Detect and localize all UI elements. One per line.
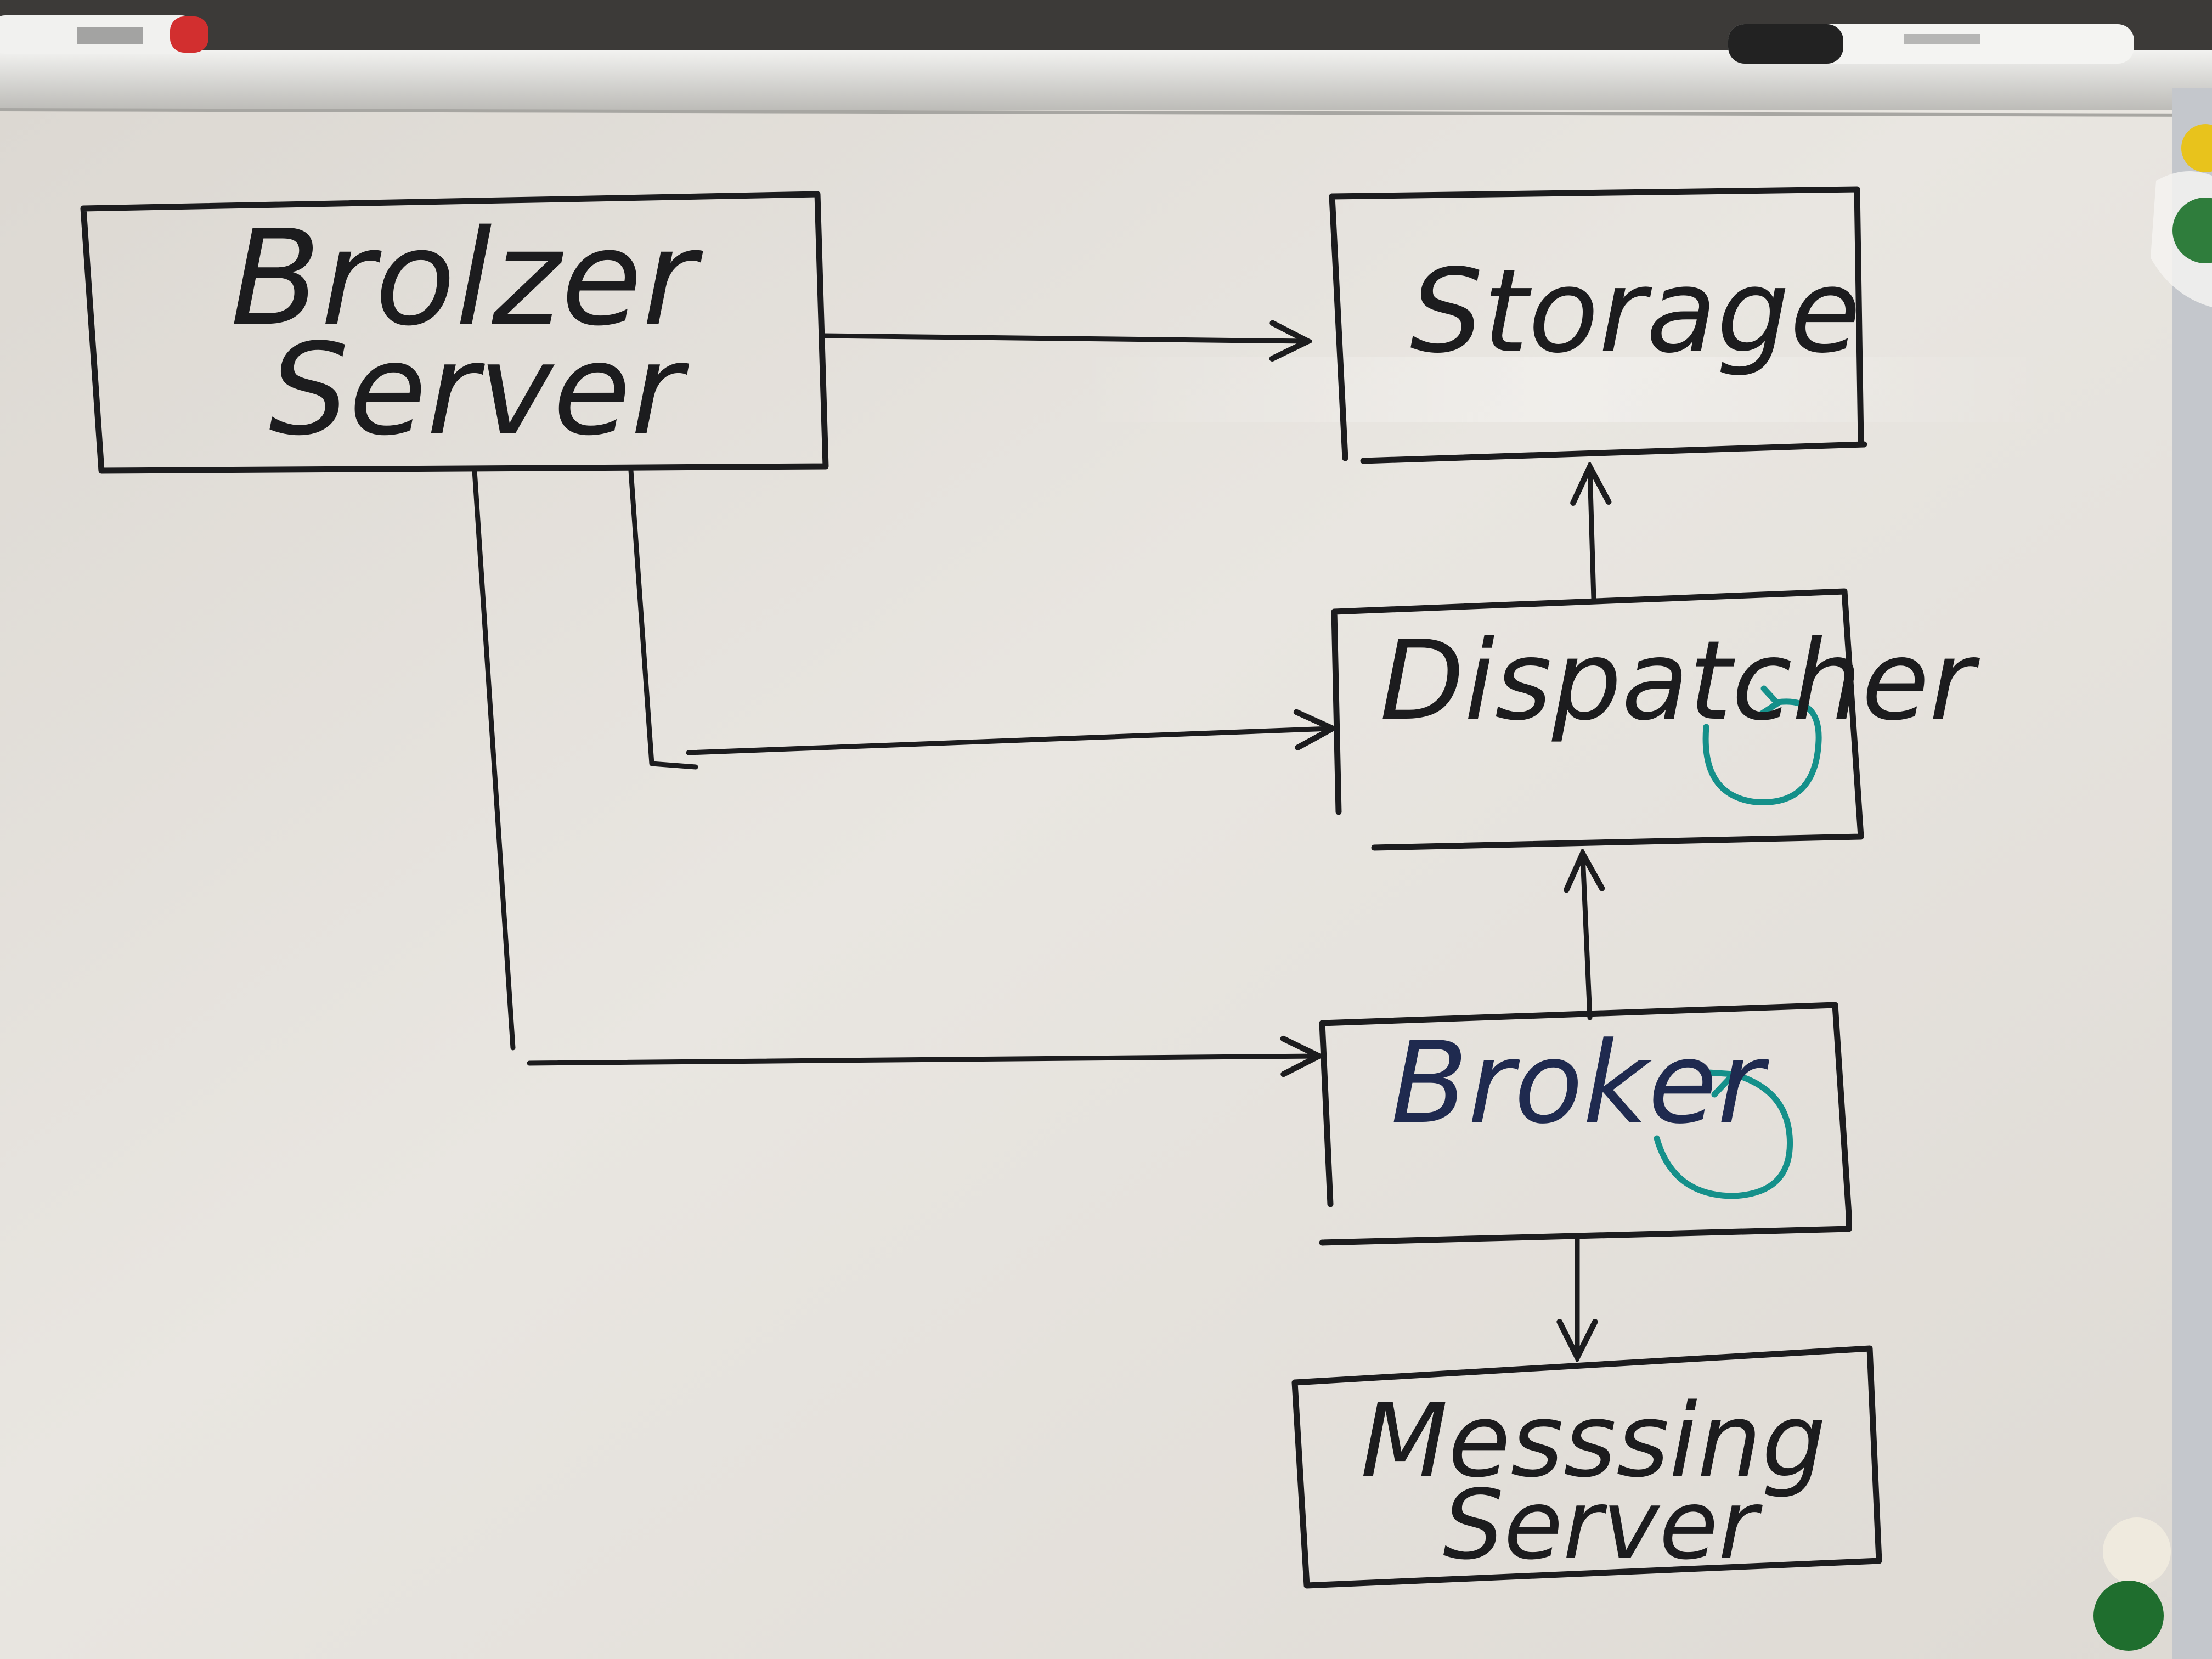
magnet-dark-green-icon — [2094, 1581, 2164, 1651]
broker-server-title-line1: Brolzer — [230, 201, 703, 355]
magnet-cream-icon — [2103, 1517, 2171, 1585]
messaging-server-box — [1291, 1345, 1882, 1589]
edge-brokerserver-to-storage — [821, 336, 1306, 341]
storage-box — [1329, 186, 1867, 464]
red-marker-icon — [0, 15, 208, 54]
messaging-server-title-line2: Server — [1443, 1470, 1763, 1581]
broker-server-title-line2: Server — [269, 317, 690, 464]
edge-dispatcher-to-storage — [1590, 469, 1594, 602]
board-right-frame — [2172, 88, 2212, 1659]
board-surface — [0, 88, 2212, 1659]
broker-loop-icon — [1654, 1069, 1793, 1199]
edge-brokerserver-to-dispatcher — [628, 468, 1330, 767]
broker-title: Broker — [1391, 1018, 1769, 1149]
messaging-server-title-line1: Messsing — [1361, 1381, 1826, 1500]
magnet-yellow-icon — [2181, 124, 2212, 172]
dispatcher-title: Dispatcher — [1380, 617, 1980, 745]
storage-title: Storage — [1410, 244, 1861, 379]
edge-broker-to-dispatcher — [1583, 856, 1590, 1020]
broker-server-box — [80, 191, 829, 474]
magnet-green-icon — [2172, 198, 2212, 263]
edge-brokerserver-to-broker — [472, 468, 1317, 1063]
black-marker-icon — [1728, 24, 2134, 64]
dispatcher-loop-icon — [1702, 685, 1822, 805]
